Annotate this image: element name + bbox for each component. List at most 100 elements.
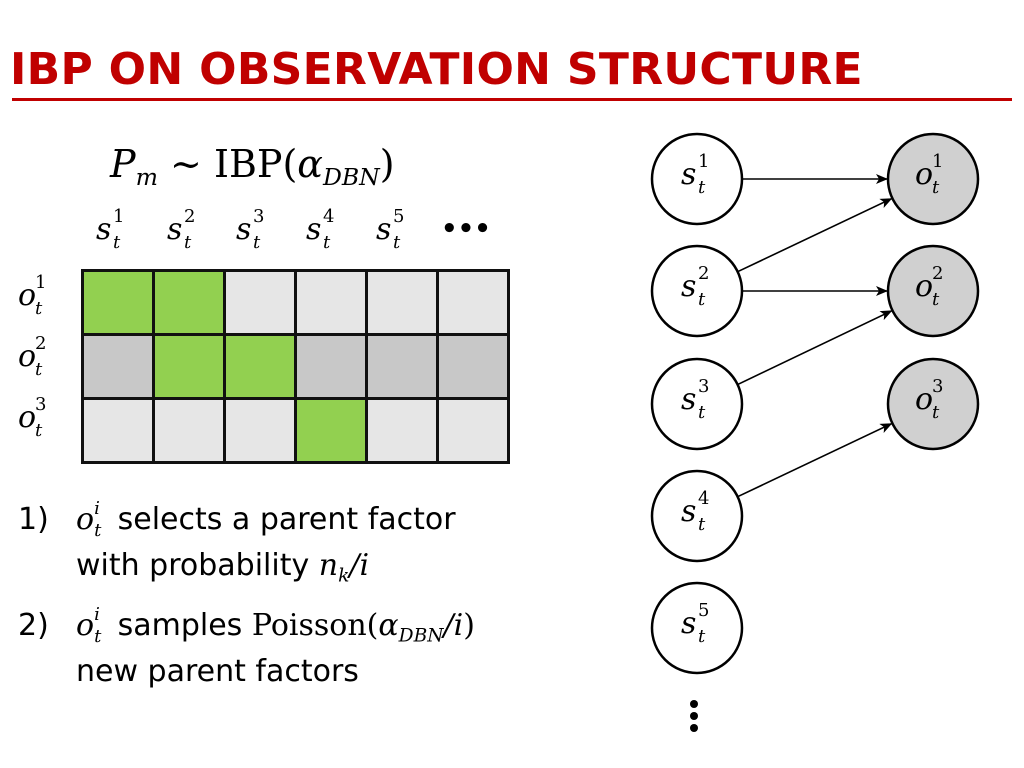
step-2-var-sup: i bbox=[94, 604, 100, 625]
column-label-1-sup: 1 bbox=[113, 206, 125, 227]
column-label-2-sup: 2 bbox=[184, 206, 196, 227]
observed-node-label-3-sub: t bbox=[932, 402, 940, 423]
step-2-var-sub: t bbox=[94, 626, 102, 647]
latent-node-label-2-var: s bbox=[681, 269, 697, 304]
column-label-5-var: s bbox=[376, 212, 392, 247]
matrix-cell-active bbox=[297, 400, 365, 461]
matrix-cell-inactive bbox=[368, 272, 436, 333]
step-1-number: 1) bbox=[18, 502, 49, 537]
latent-node-label-1-var: s bbox=[681, 157, 697, 192]
row-label-1-sub: t bbox=[35, 298, 43, 319]
matrix-cell-inactive bbox=[439, 400, 507, 461]
matrix-cell-active bbox=[226, 336, 294, 397]
latent-node-3 bbox=[650, 357, 744, 451]
column-label-2-sub: t bbox=[184, 232, 192, 253]
latent-node-label-4-sub: t bbox=[698, 514, 706, 535]
column-label-5-sub: t bbox=[393, 232, 401, 253]
step-1-text-b: with probability bbox=[76, 548, 310, 583]
column-label-3-var: s bbox=[236, 212, 252, 247]
step-1-var-sub: t bbox=[94, 520, 102, 541]
matrix-cell-inactive bbox=[226, 272, 294, 333]
latent-node-label-5-sub: t bbox=[698, 626, 706, 647]
column-label-4-sup: 4 bbox=[323, 206, 335, 227]
matrix-cell-inactive bbox=[439, 336, 507, 397]
observed-node-1 bbox=[886, 132, 980, 226]
row-label-2-var: o bbox=[18, 339, 37, 374]
slide-title: IBP ON OBSERVATION STRUCTURE bbox=[10, 44, 863, 95]
step-2-math-tail: /i bbox=[443, 608, 464, 643]
formula-lhs: P bbox=[110, 142, 136, 186]
latent-node-label-5-var: s bbox=[681, 606, 697, 641]
matrix-cell-inactive bbox=[439, 272, 507, 333]
observed-node-label-2-var: o bbox=[915, 269, 934, 304]
step-1-var-sup: i bbox=[94, 498, 100, 519]
row-label-1-sup: 1 bbox=[35, 272, 47, 293]
column-label-4-var: s bbox=[306, 212, 322, 247]
latent-node-label-4-var: s bbox=[681, 494, 697, 529]
observed-node-label-2-sub: t bbox=[932, 289, 940, 310]
step-2-math-fn: Poisson bbox=[251, 608, 367, 643]
step-1-line2: with probability nk/i bbox=[76, 548, 369, 587]
formula-close-paren: ) bbox=[379, 142, 395, 186]
matrix-cell-inactive bbox=[297, 272, 365, 333]
column-ellipsis: ••• bbox=[441, 214, 491, 244]
latent-node-label-3-sup: 3 bbox=[698, 376, 710, 397]
column-label-5-sup: 5 bbox=[393, 206, 405, 227]
matrix-cell-inactive bbox=[84, 400, 152, 461]
row-label-3-var: o bbox=[18, 400, 37, 435]
ibp-prior-formula: Pm ∼ IBP(αDBN) bbox=[110, 142, 395, 191]
latent-node-5 bbox=[650, 581, 744, 675]
matrix-cell-inactive bbox=[368, 336, 436, 397]
observed-node-2 bbox=[886, 244, 980, 338]
step-1-math-sub: k bbox=[338, 565, 350, 587]
observed-node-label-1-var: o bbox=[915, 157, 934, 192]
step-2-number: 2) bbox=[18, 608, 49, 643]
matrix-cell-active bbox=[155, 272, 223, 333]
latent-node-label-4-sup: 4 bbox=[698, 488, 710, 509]
column-label-1-var: s bbox=[96, 212, 112, 247]
edge-s2-o1 bbox=[737, 197, 893, 273]
observed-node-label-1-sub: t bbox=[932, 177, 940, 198]
row-label-2-sup: 2 bbox=[35, 333, 47, 354]
matrix-cell-active bbox=[84, 272, 152, 333]
step-2-line2: new parent factors bbox=[76, 654, 359, 689]
step-2-math-arg: α bbox=[378, 608, 399, 643]
step-2-var: o bbox=[76, 608, 95, 643]
step-1-var: o bbox=[76, 502, 95, 537]
matrix-cell-inactive bbox=[155, 400, 223, 461]
observed-node-3 bbox=[886, 357, 980, 451]
edge-s4-o3 bbox=[737, 422, 893, 498]
latent-node-label-2-sup: 2 bbox=[698, 263, 710, 284]
observed-node-label-1-sup: 1 bbox=[932, 151, 944, 172]
step-1-math: n bbox=[318, 548, 339, 583]
latent-node-4 bbox=[650, 469, 744, 563]
matrix-cell-inactive bbox=[84, 336, 152, 397]
step-1-text: selects a parent factor bbox=[117, 502, 456, 537]
edge-s3-o2 bbox=[737, 310, 893, 386]
latent-node-label-1-sub: t bbox=[698, 177, 706, 198]
observed-node-label-3-sup: 3 bbox=[932, 376, 944, 397]
observed-node-label-3-var: o bbox=[915, 382, 934, 417]
formula-open-paren: ( bbox=[282, 142, 298, 186]
formula-arg-sub: DBN bbox=[322, 163, 380, 192]
row-label-2-sub: t bbox=[35, 359, 43, 380]
latent-node-label-1-sup: 1 bbox=[698, 151, 710, 172]
matrix-cell-active bbox=[155, 336, 223, 397]
column-label-2-var: s bbox=[167, 212, 183, 247]
title-underline bbox=[12, 98, 1012, 101]
step-2-open-paren: ( bbox=[366, 608, 379, 643]
step-1-math-tail: /i bbox=[349, 548, 370, 583]
latent-node-label-3-var: s bbox=[681, 382, 697, 417]
